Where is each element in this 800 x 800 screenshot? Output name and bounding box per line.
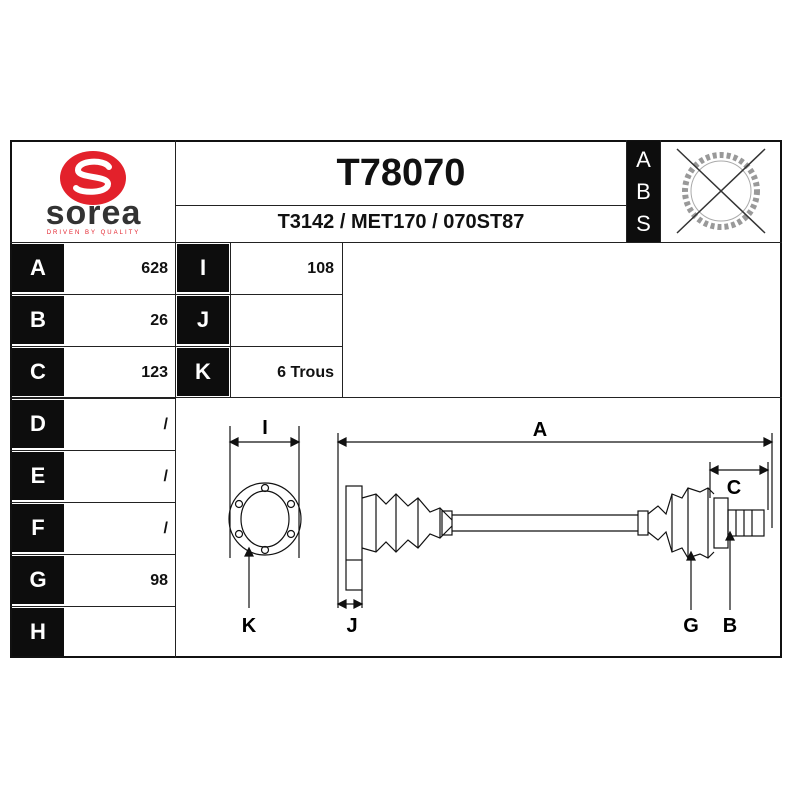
abs-letter-s: S (636, 210, 651, 236)
part-number: T78070 (336, 152, 466, 194)
diagram-label-c: C (727, 477, 741, 499)
diagram-label-a: A (533, 419, 547, 441)
spec-label-d: D (12, 400, 64, 448)
spec-label-g: G (12, 556, 64, 604)
spec-label-i: I (177, 244, 229, 292)
abs-column: A B S (627, 141, 660, 242)
spec-label-h: H (12, 608, 64, 656)
spec-label-f: F (12, 504, 64, 552)
driveshaft-diagram: I A C K J G B (176, 398, 781, 656)
abs-tone-ring-icon (676, 148, 766, 234)
driveshaft-drawing: I A C K J G B (228, 417, 774, 637)
diagram-label-i: I (262, 417, 268, 439)
spec-value-f: / (163, 520, 168, 537)
spec-sheet-frame (10, 140, 782, 658)
brand-tagline: DRIVEN BY QUALITY (46, 230, 141, 236)
abs-letter-a: A (636, 146, 651, 172)
spec-label-j: J (177, 296, 229, 344)
spec-value-a: 628 (141, 260, 168, 277)
sorea-logo-icon (60, 151, 126, 205)
brand-name: sorea (45, 194, 142, 232)
spec-value-g: 98 (150, 572, 168, 589)
diagram-label-j: J (346, 615, 357, 637)
spec-value-e: / (163, 468, 168, 485)
diagram-label-g: G (683, 615, 699, 637)
spec-label-c: C (12, 348, 64, 396)
spec-label-k: K (177, 348, 229, 396)
spec-label-e: E (12, 452, 64, 500)
diagram-label-k: K (242, 615, 257, 637)
spec-value-i: 108 (307, 260, 334, 277)
spec-value-d: / (163, 416, 168, 433)
spec-value-k: 6 Trous (277, 364, 334, 381)
spec-value-c: 123 (141, 364, 168, 381)
brand-logo: sorea DRIVEN BY QUALITY (12, 142, 175, 240)
spec-label-b: B (12, 296, 64, 344)
spec-value-b: 26 (150, 312, 168, 329)
spec-label-a: A (12, 244, 64, 292)
diagram-label-b: B (723, 615, 737, 637)
abs-letter-b: B (636, 178, 651, 204)
abs-ring-crossed (661, 141, 781, 241)
reference-numbers: T3142 / MET170 / 070ST87 (277, 211, 525, 233)
